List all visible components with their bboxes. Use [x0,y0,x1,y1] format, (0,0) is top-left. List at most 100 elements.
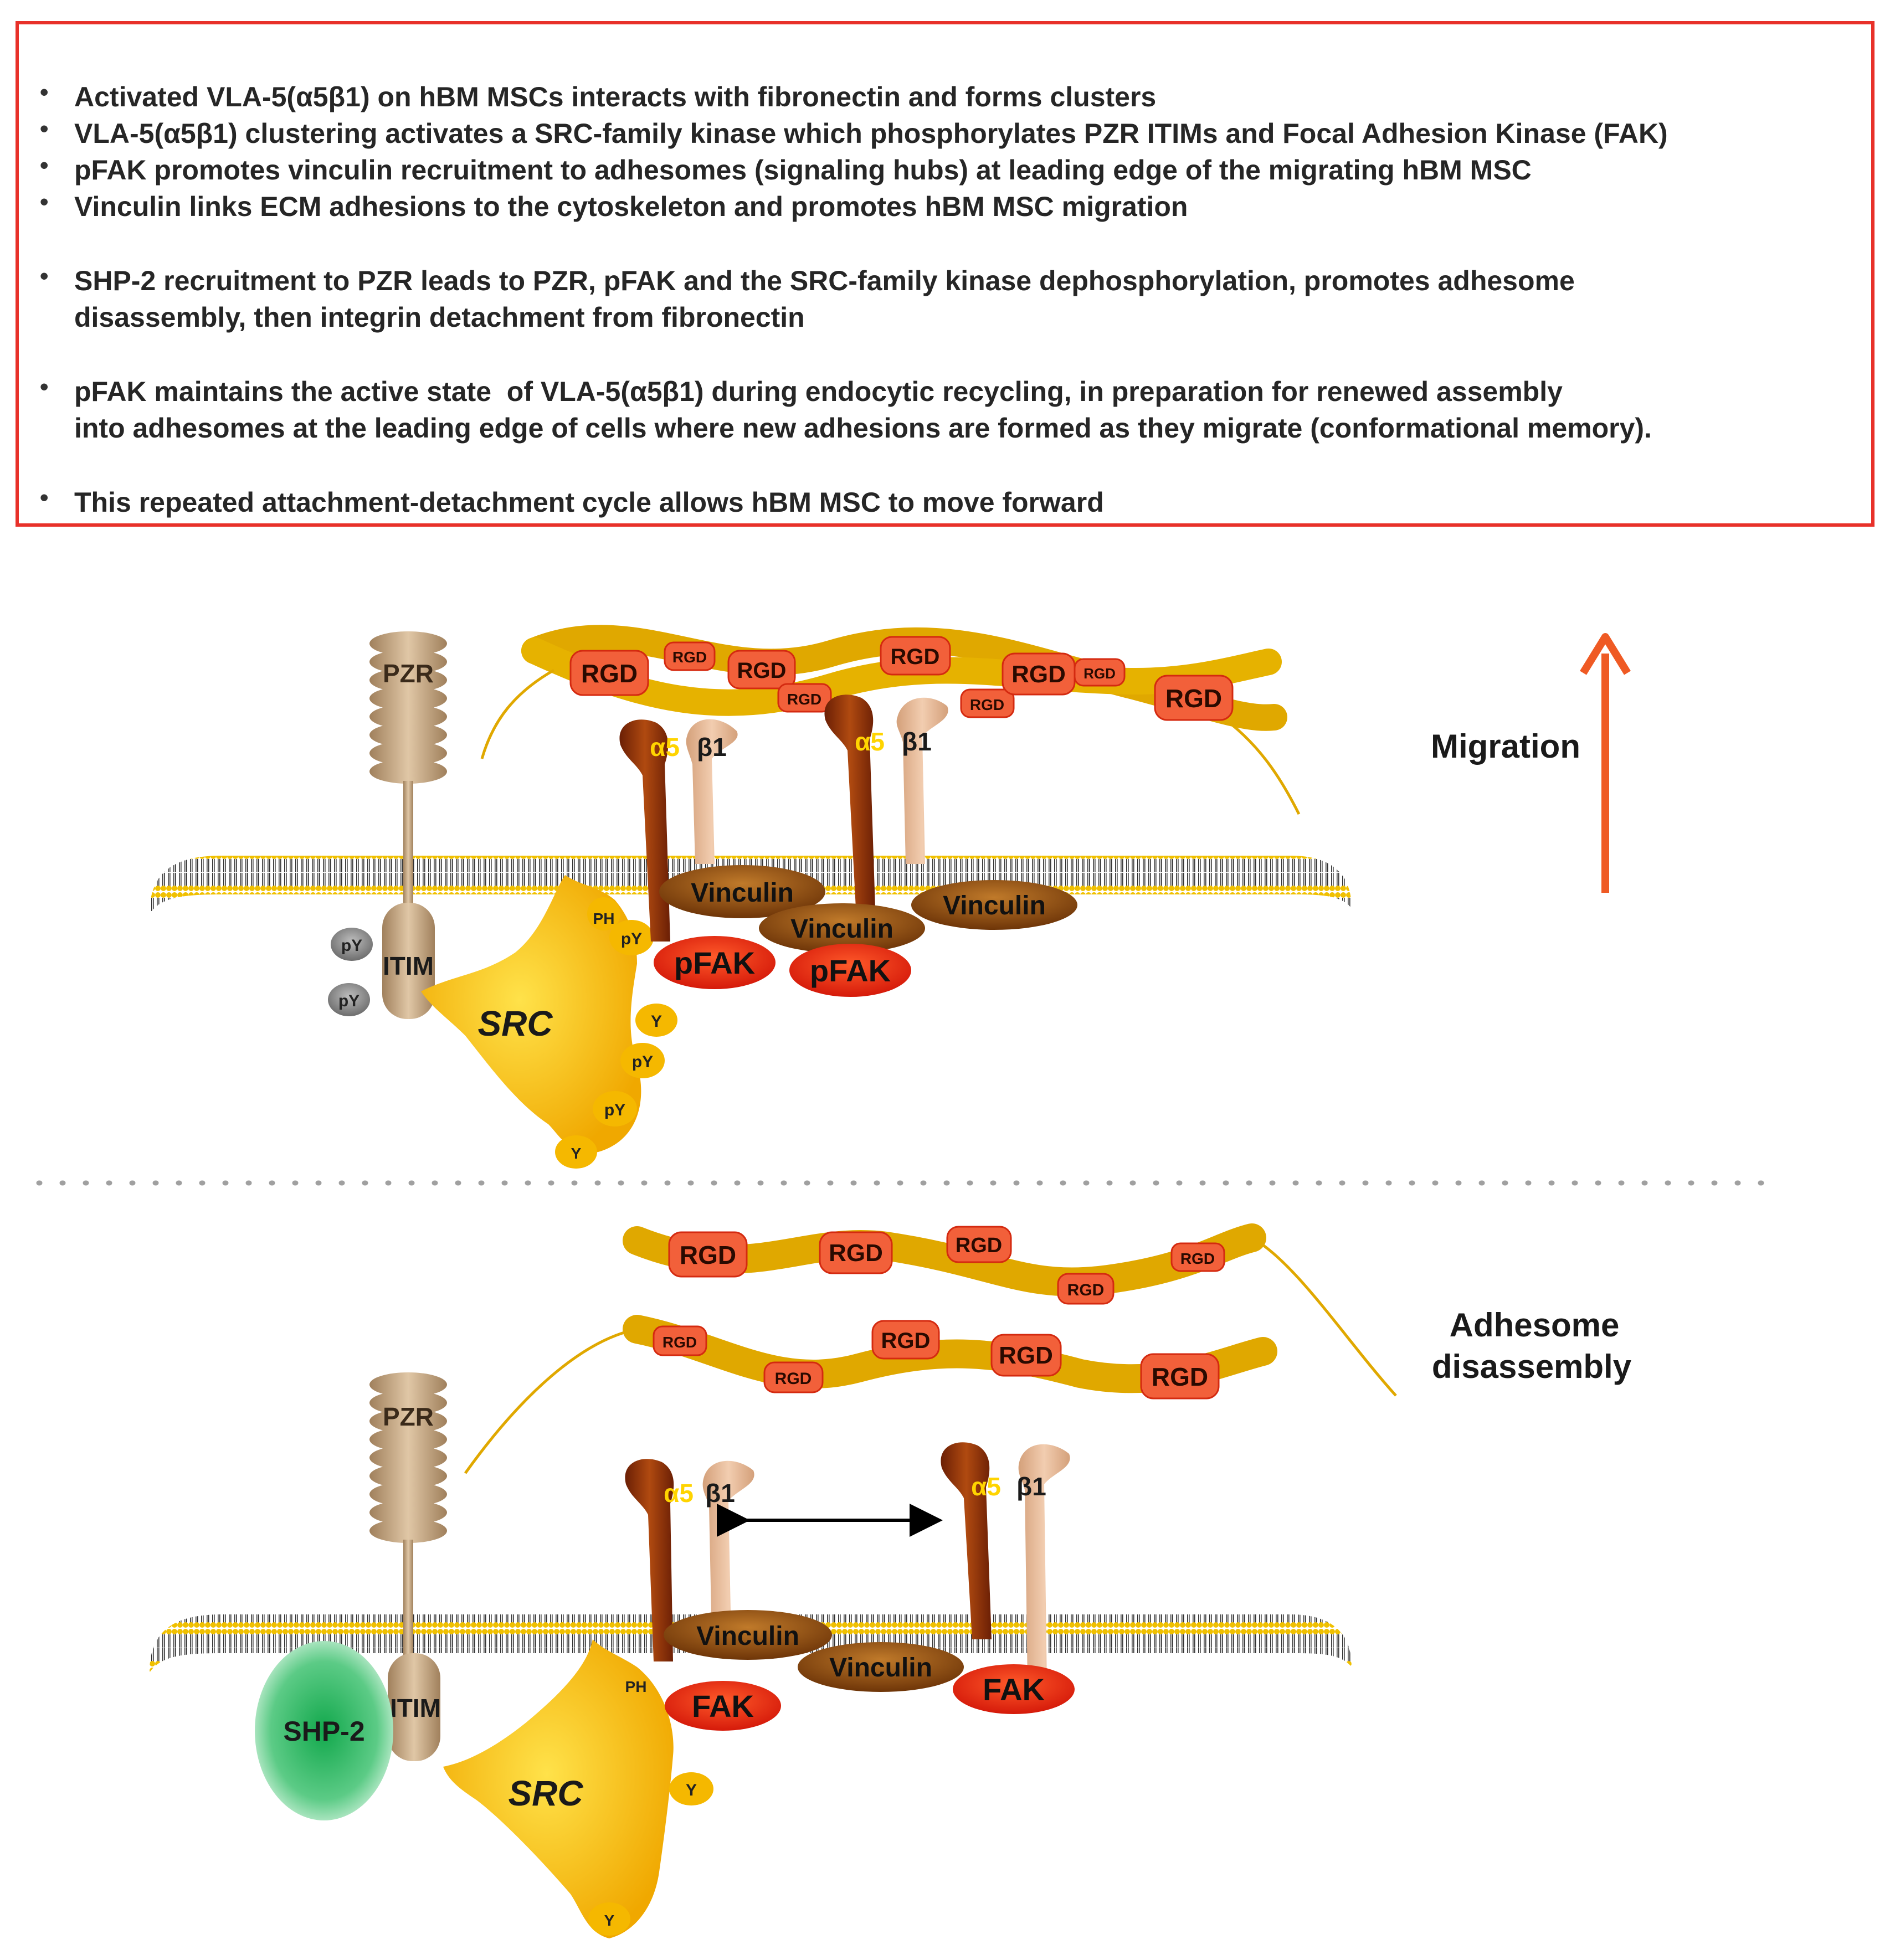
rgd-motif: RGD [664,641,716,671]
svg-text:RGD: RGD [672,649,707,666]
bullet-text: pFAK promotes vinculin recruitment to ad… [74,155,1532,186]
svg-text:pY: pY [338,992,360,1010]
svg-text:RGD: RGD [1067,1281,1105,1299]
bullet-text: This repeated attachment-detachment cycl… [74,487,1104,518]
svg-text:RGD: RGD [1152,1362,1208,1391]
svg-text:Vinculin: Vinculin [943,891,1046,920]
svg-text:β1: β1 [705,1479,735,1508]
bullet-text: Activated VLA-5(α5β1) on hBM MSCs intera… [74,81,1157,112]
svg-text:pFAK: pFAK [810,953,891,988]
rgd-motif: RGD [763,1361,824,1393]
svg-text:FAK: FAK [983,1672,1045,1707]
svg-text:ITIM: ITIM [390,1694,441,1722]
svg-text:RGD: RGD [1165,684,1222,713]
svg-text:RGD: RGD [891,645,940,669]
integrin-alpha5-beta1: α5 β1 [941,1442,1070,1684]
bullet-text: into adhesomes at the leading edge of ce… [74,413,1652,444]
bullet-text: Vinculin links ECM adhesions to the cyto… [74,191,1188,222]
pzr-receptor: PZR ITIM [369,1372,447,1761]
bullet-marker: • [40,484,49,511]
svg-text:RGD: RGD [663,1334,697,1351]
svg-text:RGD: RGD [775,1370,812,1388]
phosphotyrosine: pY [593,1091,637,1126]
svg-text:α5: α5 [855,727,885,756]
vinculin: Vinculin [659,865,825,918]
vinculin: Vinculin [664,1610,832,1660]
bullet-text: VLA-5(α5β1) clustering activates a SRC-f… [74,118,1668,149]
rgd-motif: RGD [727,650,796,690]
svg-text:RGD: RGD [1083,665,1116,682]
bottom-panel: RGD RGD RGD RGD RGD RGD RGD RGD RGD RGD … [150,1223,1632,1938]
migration-label: Migration [1431,728,1580,765]
svg-text:Y: Y [571,1145,582,1162]
src-kinase: SRC PH [421,875,641,1153]
migration-arrowhead [1580,633,1631,675]
phosphotyrosine-grey: pY [328,983,370,1016]
svg-text:Vinculin: Vinculin [696,1622,799,1651]
svg-text:ITIM: ITIM [383,951,434,980]
fak: FAK [953,1664,1075,1714]
bullet-text: pFAK maintains the active state of VLA-5… [74,376,1563,407]
svg-text:RGD: RGD [956,1234,1002,1257]
tyrosine: Y [555,1135,597,1169]
svg-text:α5: α5 [650,733,680,762]
tyrosine: Y [635,1004,677,1037]
svg-text:RGD: RGD [829,1239,883,1267]
rgd-motif: RGD [1074,658,1126,687]
svg-text:PH: PH [625,1678,647,1695]
rgd-motif: RGD [880,636,951,676]
phosphotyrosine-grey: pY [331,928,373,961]
svg-text:Adhesome: Adhesome [1450,1306,1620,1344]
svg-text:FAK: FAK [692,1689,754,1724]
rgd-motif: RGD [1057,1273,1115,1305]
summary-box: • Activated VLA-5(α5β1) on hBM MSCs inter… [16,21,1875,527]
svg-text:SRC: SRC [477,1004,553,1043]
vinculin: Vinculin [759,903,925,953]
svg-text:Y: Y [651,1012,662,1031]
adhesome-disassembly-label: Adhesome disassembly [1432,1306,1632,1385]
vinculin: Vinculin [911,880,1077,930]
svg-text:β1: β1 [1016,1472,1046,1501]
svg-text:PH: PH [593,910,615,927]
bullet-marker: • [40,79,49,106]
bullet-marker: • [40,188,49,215]
rgd-motif: RGD [1140,1353,1220,1400]
svg-text:pY: pY [621,930,642,948]
bullet-marker: • [40,152,49,179]
svg-text:RGD: RGD [737,659,787,683]
svg-text:RGD: RGD [787,691,821,708]
integrin-alpha5-beta1: α5 β1 [625,1459,754,1661]
rgd-motif: RGD [1002,652,1076,696]
svg-text:RGD: RGD [970,696,1004,713]
integrin-alpha5-beta1: α5 β1 [824,695,948,908]
rgd-motif: RGD [946,1226,1012,1263]
svg-text:α5: α5 [664,1479,694,1508]
svg-text:SRC: SRC [508,1773,583,1813]
svg-text:PZR: PZR [383,1402,434,1431]
svg-text:α5: α5 [971,1472,1001,1501]
svg-text:Y: Y [686,1781,697,1799]
bullet-marker: • [40,373,49,400]
fibronectin-tail [1218,713,1301,815]
bullet-text: disassembly, then integrin detachment fr… [74,302,805,333]
fibronectin-tail [480,668,555,759]
svg-text:Y: Y [604,1912,615,1929]
svg-text:β1: β1 [902,727,932,756]
svg-text:disassembly: disassembly [1432,1348,1632,1385]
bullet-marker: • [40,115,49,142]
phosphotyrosine: pY [609,920,654,955]
pfak: pFAK [789,944,911,997]
rgd-motif: RGD [777,683,832,713]
svg-text:RGD: RGD [881,1329,931,1353]
vinculin: Vinculin [798,1642,964,1692]
rgd-motif: RGD [990,1334,1062,1377]
svg-text:RGD: RGD [680,1241,736,1269]
svg-text:pY: pY [341,937,362,955]
fak: FAK [665,1681,781,1731]
bullet-marker: • [40,263,49,290]
svg-text:Vinculin: Vinculin [790,914,893,944]
svg-text:RGD: RGD [581,659,638,688]
pzr-receptor: PZR ITIM [369,631,447,1019]
svg-text:RGD: RGD [999,1342,1053,1369]
